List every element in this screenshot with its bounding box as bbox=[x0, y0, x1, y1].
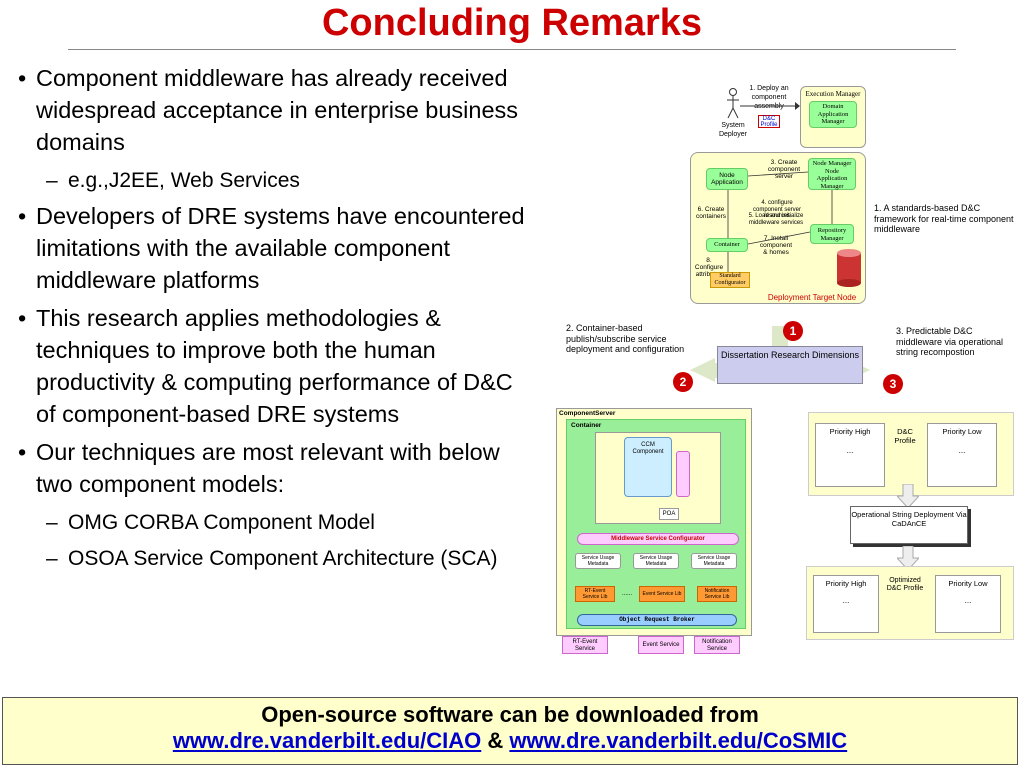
sub-bullet-text: OMG CORBA Component Model bbox=[68, 511, 375, 534]
poa-box: POA bbox=[659, 508, 679, 520]
optimized-profile-label: Optimized D&C Profile bbox=[886, 577, 924, 592]
dimension-3-badge: 3 bbox=[883, 374, 903, 394]
middleware-service-configurator: Middleware Service Configurator bbox=[577, 533, 739, 545]
sub-bullet-item: –e.g.,J2EE, Web Services bbox=[46, 169, 300, 192]
footer-ampersand: & bbox=[487, 728, 504, 753]
opt-priority-low-label: Priority Low bbox=[948, 579, 988, 588]
service-usage-metadata-1: Service Usage Metadata bbox=[575, 553, 621, 569]
dimension-1-text: 1. A standards-based D&C framework for r… bbox=[874, 203, 1014, 234]
priority-high-group: Priority High ... bbox=[815, 423, 885, 487]
load-init-label: 5. Load and initialize middleware servic… bbox=[748, 213, 804, 226]
execution-manager-box: Execution Manager Domain Application Man… bbox=[800, 86, 866, 148]
container-area: Container CCM Component POA Middleware S… bbox=[566, 419, 746, 629]
bullet-item: Developers of DRE systems have encounter… bbox=[16, 200, 561, 296]
deployer-figure-icon bbox=[727, 88, 739, 119]
node-connectors bbox=[727, 171, 833, 272]
dimension-1-badge: 1 bbox=[783, 321, 803, 341]
system-deployer-label: System Deployer bbox=[718, 122, 747, 138]
opt-priority-low-group: Priority Low ... bbox=[935, 575, 1001, 633]
service-usage-metadata-3: Service Usage Metadata bbox=[691, 553, 737, 569]
configure-resources-label: 4. configure component server resources bbox=[752, 200, 802, 219]
create-containers-label: 6. Create containers bbox=[696, 206, 726, 220]
slide-title: Concluding Remarks bbox=[321, 2, 703, 44]
dc-profile-panel: Priority High ... D&C Profile Priority L… bbox=[808, 412, 1014, 496]
component-panel: CCM Component bbox=[595, 432, 721, 524]
database-icon bbox=[837, 249, 861, 287]
rt-event-service: RT-Event Service bbox=[562, 636, 608, 654]
bullet-item: This research applies methodologies & te… bbox=[16, 302, 536, 430]
component-context bbox=[676, 451, 690, 497]
dc-profile-doc: D&C Profile bbox=[758, 115, 780, 128]
priority-high-ellipsis: ... bbox=[846, 446, 854, 455]
notification-service-lib: Notification Service Lib bbox=[697, 586, 737, 602]
cosmic-link[interactable]: www.dre.vanderbilt.edu/CoSMIC bbox=[509, 728, 848, 753]
node-manager-box: Node Manager Node Application Manager bbox=[808, 158, 856, 190]
footer-links: www.dre.vanderbilt.edu/CIAO & www.dre.va… bbox=[3, 728, 1017, 754]
object-request-broker: Object Request Broker bbox=[577, 614, 737, 626]
opt-priority-high-label: Priority High bbox=[825, 579, 867, 588]
sub-bullet-item: –OMG CORBA Component Model bbox=[46, 511, 375, 534]
dc-profile-label: D&C Profile bbox=[894, 427, 916, 445]
deployment-target-label: Deployment Target Node bbox=[767, 293, 857, 302]
repository-manager-box: Repository Manager bbox=[810, 224, 854, 244]
dimension-3-text: 3. Predictable D&C middleware via operat… bbox=[896, 326, 1004, 357]
notification-service: Notification Service bbox=[694, 636, 740, 654]
bullet-list: Component middleware has already receive… bbox=[16, 62, 561, 578]
operational-string-box: Operational String Deployment Via CaDAnC… bbox=[850, 506, 968, 544]
dimension-2-text: 2. Container-based publish/subscribe ser… bbox=[566, 323, 685, 354]
component-server-box: ComponentServer Container CCM Component … bbox=[556, 408, 752, 636]
bullet-item: Component middleware has already receive… bbox=[16, 62, 561, 158]
configure-attributes-label: 8. Configure attributes bbox=[694, 257, 724, 278]
priority-high-label: Priority High bbox=[829, 427, 871, 436]
node-application-box: Node Application bbox=[706, 168, 748, 190]
event-service: Event Service bbox=[638, 636, 684, 654]
component-server-label: ComponentServer bbox=[559, 410, 616, 417]
service-usage-metadata-2: Service Usage Metadata bbox=[633, 553, 679, 569]
standard-configurator-box: Standard Configurator bbox=[710, 272, 750, 288]
ccm-component: CCM Component bbox=[624, 437, 672, 497]
deploy-arrow bbox=[740, 102, 800, 110]
title-divider bbox=[68, 49, 956, 50]
footer-text: Open-source software can be downloaded f… bbox=[261, 702, 759, 727]
ciao-link[interactable]: www.dre.vanderbilt.edu/CIAO bbox=[172, 728, 482, 753]
footer-banner: Open-source software can be downloaded f… bbox=[2, 697, 1018, 765]
create-server-label: 3. Create component server bbox=[767, 159, 801, 180]
lib-ellipsis: ...... bbox=[621, 591, 632, 597]
opt-priority-high-group: Priority High ... bbox=[813, 575, 879, 633]
sub-bullet-text: OSOA Service Component Architecture (SCA… bbox=[68, 547, 498, 570]
rt-event-service-lib: RT-Event Service Lib bbox=[575, 586, 615, 602]
opt-priority-low-ellipsis: ... bbox=[964, 596, 972, 605]
container-label: Container bbox=[571, 422, 602, 429]
priority-low-label: Priority Low bbox=[942, 427, 982, 436]
bullet-item: Our techniques are most relevant with be… bbox=[16, 436, 536, 500]
container-box: Container bbox=[706, 238, 748, 252]
sub-bullet-item: –OSOA Service Component Architecture (SC… bbox=[46, 547, 498, 570]
opt-priority-high-ellipsis: ... bbox=[842, 596, 850, 605]
event-service-lib: Event Service Lib bbox=[639, 586, 685, 602]
optimized-profile-panel: Priority High ... Optimized D&C Profile … bbox=[806, 566, 1014, 640]
dissertation-box: Dissertation Research Dimensions bbox=[717, 346, 863, 384]
execution-manager-label: Execution Manager bbox=[805, 90, 861, 98]
priority-low-group: Priority Low ... bbox=[927, 423, 997, 487]
domain-app-manager: Domain Application Manager bbox=[809, 101, 857, 128]
dimension-2-badge: 2 bbox=[673, 372, 693, 392]
priority-low-ellipsis: ... bbox=[958, 446, 966, 455]
down-arrow-1 bbox=[897, 484, 919, 509]
down-arrow-2 bbox=[897, 546, 919, 571]
sub-bullet-text: e.g.,J2EE, Web Services bbox=[68, 169, 300, 192]
